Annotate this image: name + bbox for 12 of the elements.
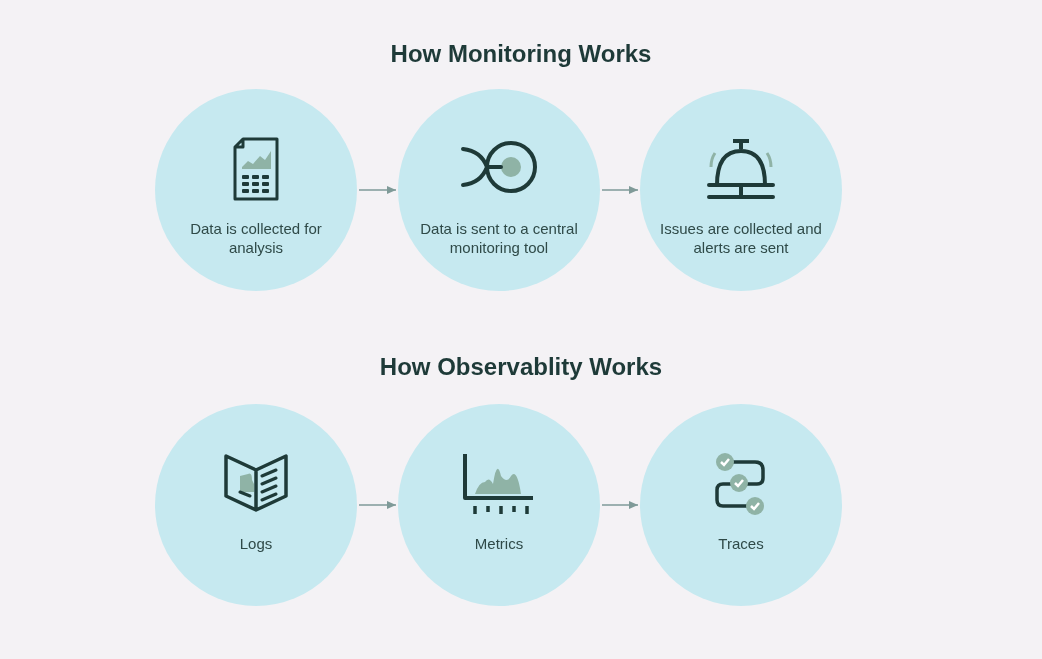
arrow [358, 500, 397, 510]
step-caption: Issues are collected and alerts are sent [659, 219, 823, 257]
arrow [601, 185, 639, 195]
section-heading: How Observablity Works [378, 352, 664, 382]
step-caption: Traces [717, 534, 765, 553]
step-caption: Metrics [473, 534, 525, 553]
section-heading: How Monitoring Works [389, 39, 653, 69]
arrow [358, 185, 397, 195]
step-caption: Logs [238, 534, 274, 553]
step-caption: Data is collected for analysis [189, 219, 323, 257]
arrow [601, 500, 639, 510]
step-caption: Data is sent to a central monitoring tool [419, 219, 579, 257]
